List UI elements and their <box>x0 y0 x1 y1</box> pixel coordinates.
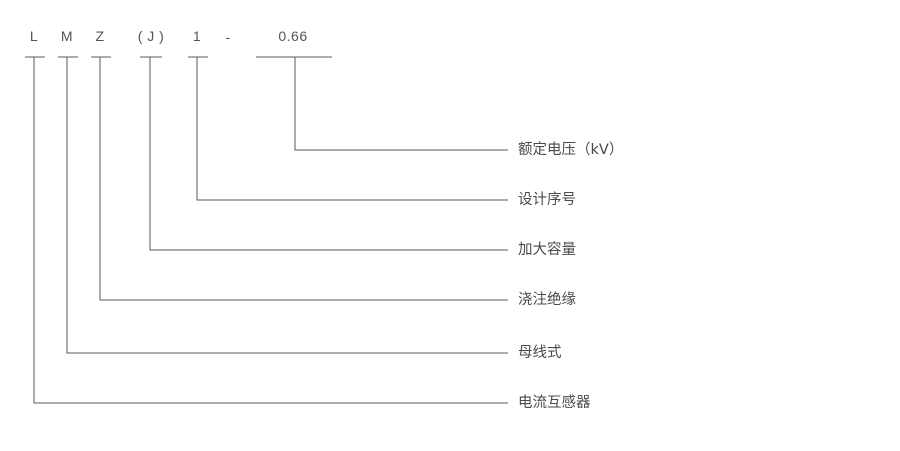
leader-design-serial <box>196 57 508 201</box>
label-rated-voltage: 额定电压（kV） <box>518 141 624 158</box>
leader-increased-capacity <box>149 57 508 251</box>
code-token-dash: - <box>225 29 231 45</box>
leader-current-transformer <box>33 57 508 404</box>
code-token-rated-voltage-value: 0.66 <box>278 28 308 44</box>
leader-busbar-type <box>66 57 508 354</box>
code-token-1: 1 <box>192 28 202 44</box>
label-cast-insulation: 浇注绝缘 <box>518 291 576 308</box>
label-busbar-type: 母线式 <box>518 344 562 361</box>
leader-line-group <box>33 57 508 404</box>
leader-cast-insulation <box>99 57 508 301</box>
code-token-m: M <box>60 28 74 44</box>
leader-rated-voltage <box>294 57 508 151</box>
label-current-transformer: 电流互感器 <box>518 394 591 411</box>
label-design-serial: 设计序号 <box>518 191 576 208</box>
code-token-z: Z <box>95 28 105 44</box>
code-token-l: L <box>29 28 39 44</box>
label-increased-capacity: 加大容量 <box>518 241 576 258</box>
code-token-j: ( J ) <box>137 28 165 44</box>
